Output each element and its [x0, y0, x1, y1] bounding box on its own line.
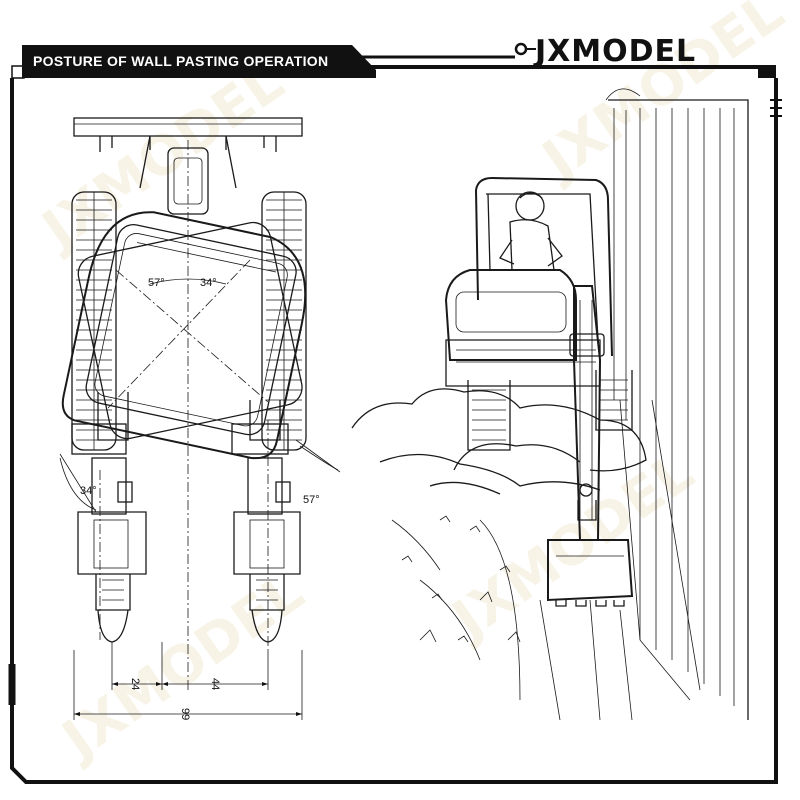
- illustration-body: [444, 269, 601, 387]
- watermark-layer: JXMODEL JXMODEL JXMODEL JXMODEL: [28, 0, 795, 773]
- dimension-label: 24: [129, 678, 141, 690]
- angle-label: 57°: [303, 494, 320, 506]
- wall: [605, 88, 749, 720]
- excavator-illustration: [351, 88, 749, 721]
- angle-label: 34°: [80, 485, 97, 497]
- brand-logo: JXMODEL: [533, 34, 696, 69]
- cab-outline: [77, 221, 303, 440]
- watermark-text: JXMODEL: [438, 440, 705, 653]
- watermark-text: JXMODEL: [48, 560, 315, 773]
- illustration-tracks: [467, 370, 633, 451]
- dozer-blade: [73, 117, 303, 215]
- dimension-lines: [73, 642, 303, 720]
- dimension-label: 99: [179, 708, 191, 720]
- boom-centerline-right: [107, 259, 251, 409]
- dimension-label: 44: [209, 678, 221, 690]
- angle-label: 57°: [148, 277, 165, 289]
- upper-structure: [61, 211, 307, 460]
- operator: [499, 191, 563, 271]
- angle-label: 34°: [200, 277, 217, 289]
- left-track: [71, 191, 117, 451]
- boom-centerline-left: [115, 269, 269, 403]
- page-title: POSTURE OF WALL PASTING OPERATION: [33, 53, 328, 69]
- left-boom-arm: [71, 392, 147, 643]
- illustration-bucket: [547, 539, 634, 607]
- right-boom-arm: [231, 400, 301, 643]
- illustration-cab: [475, 176, 613, 357]
- top-view-drawing: 57° 34° 34° 57° 24 44 99: [59, 117, 341, 720]
- watermark-text: JXMODEL: [28, 50, 295, 263]
- title-banner: POSTURE OF WALL PASTING OPERATION JXMODE…: [22, 34, 696, 78]
- ground: [351, 388, 647, 721]
- watermark-text: JXMODEL: [528, 0, 795, 193]
- title-banner-bg: [22, 45, 376, 78]
